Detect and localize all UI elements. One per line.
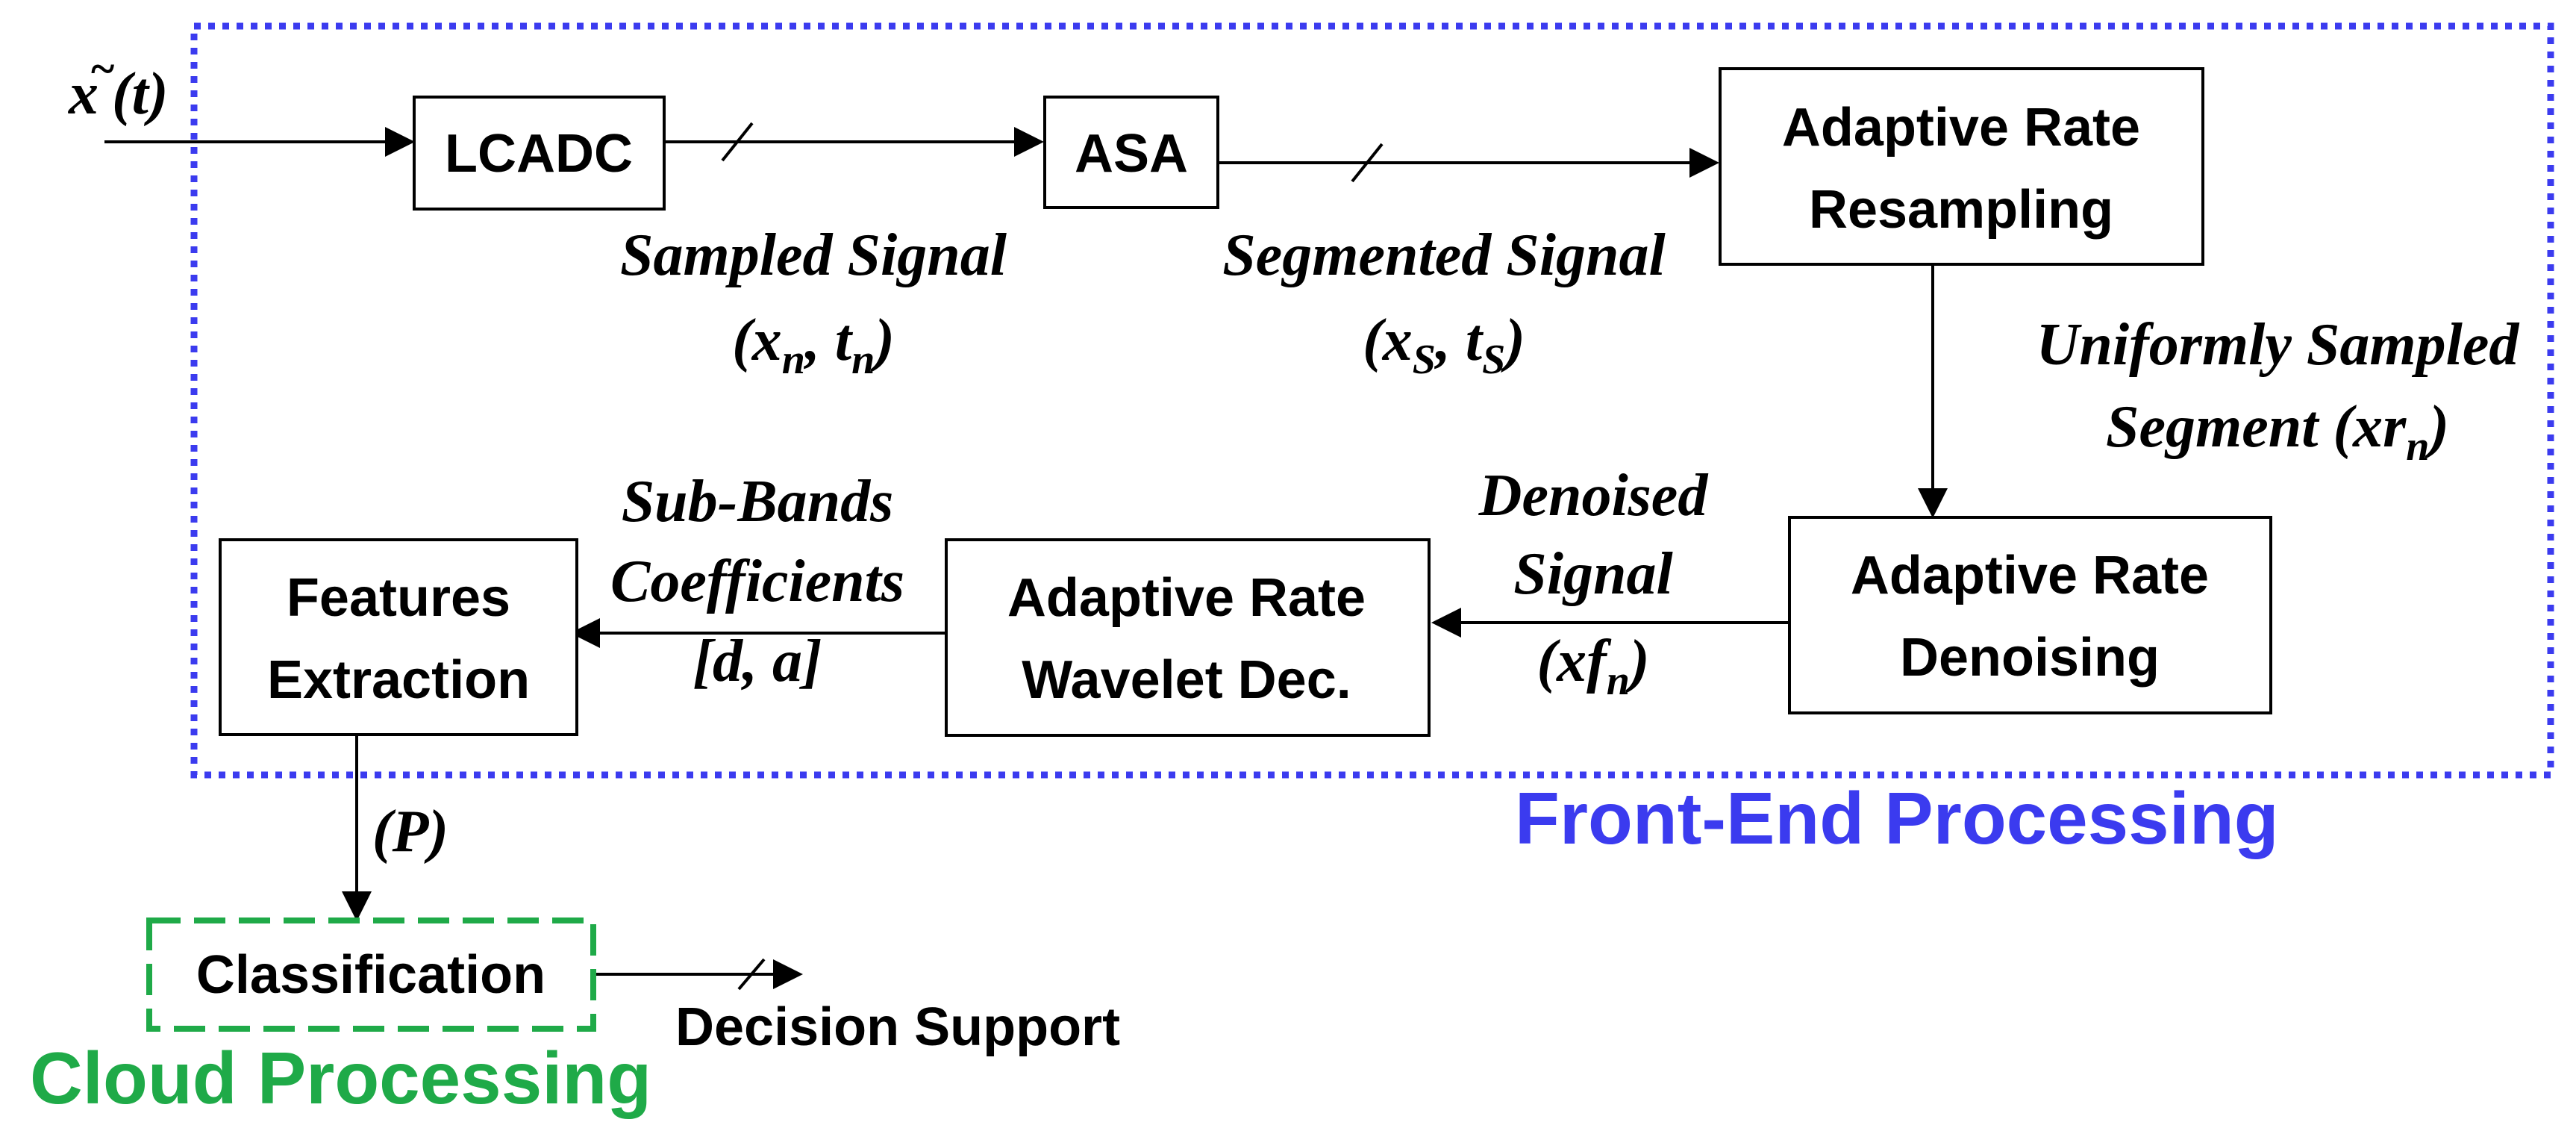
resampling-block: Adaptive Rate Resampling: [1719, 67, 2204, 266]
svg-text:Features: Features: [287, 568, 510, 628]
wavelet-block: Adaptive Rate Wavelet Dec.: [945, 538, 1431, 737]
front-end-label: Front-End Processing: [1515, 777, 2279, 859]
svg-text:Sub-Bands: Sub-Bands: [622, 469, 894, 535]
sampled-signal-label: Sampled Signal (xn, tn): [620, 222, 1007, 383]
decision-support-label: Decision Support: [675, 997, 1120, 1057]
svg-text:Adaptive Rate: Adaptive Rate: [1851, 546, 2209, 605]
features-block: Features Extraction: [219, 538, 578, 736]
svg-text:Sampled Signal: Sampled Signal: [620, 222, 1007, 288]
denoising-block: Adaptive Rate Denoising: [1788, 516, 2272, 714]
asa-block: ASA: [1043, 96, 1219, 209]
svg-text:[d, a]: [d, a]: [693, 629, 822, 694]
front-end-region: [190, 22, 2554, 779]
uniform-segment-label: Uniformly Sampled Segment (xrn): [2036, 312, 2520, 470]
svg-text:Classification: Classification: [196, 945, 545, 1005]
bus-slash: [737, 958, 766, 991]
svg-text:~: ~: [90, 44, 115, 93]
svg-text:(t): (t): [112, 61, 169, 127]
subbands-label: Sub-Bands Coefficients [d, a]: [610, 469, 904, 694]
svg-text:Denoised: Denoised: [1478, 463, 1709, 529]
svg-text:LCADC: LCADC: [445, 124, 633, 184]
svg-text:Adaptive Rate: Adaptive Rate: [1007, 568, 1366, 628]
svg-text:(xn, tn): (xn, tn): [732, 308, 895, 383]
svg-text:Adaptive Rate: Adaptive Rate: [1782, 98, 2140, 158]
svg-text:Resampling: Resampling: [1809, 180, 2113, 240]
bus-slash: [1351, 143, 1384, 183]
classification-block: Classification: [146, 918, 596, 1032]
denoised-signal-label: Denoised Signal (xfn): [1478, 463, 1709, 704]
svg-text:(xfn): (xfn): [1536, 629, 1649, 704]
svg-text:Denoising: Denoising: [1900, 628, 2160, 688]
svg-text:Signal: Signal: [1513, 541, 1673, 607]
svg-text:Segment (xrn): Segment (xrn): [2106, 394, 2449, 470]
svg-text:ASA: ASA: [1075, 124, 1188, 184]
svg-text:(xS, tS): (xS, tS): [1363, 308, 1525, 383]
svg-text:x: x: [68, 61, 99, 127]
svg-text:Segmented Signal: Segmented Signal: [1222, 222, 1666, 288]
lcadc-block: LCADC: [413, 96, 666, 211]
bus-slash: [721, 122, 754, 162]
svg-text:Wavelet Dec.: Wavelet Dec.: [1022, 650, 1351, 710]
segmented-signal-label: Segmented Signal (xS, tS): [1222, 222, 1666, 383]
input-signal-label: x ~ (t): [68, 44, 169, 127]
svg-text:Uniformly Sampled: Uniformly Sampled: [2036, 312, 2520, 378]
svg-text:Extraction: Extraction: [267, 650, 530, 710]
features-output-label: (P): [372, 799, 448, 864]
svg-text:Coefficients: Coefficients: [610, 549, 904, 614]
cloud-label: Cloud Processing: [30, 1037, 651, 1119]
